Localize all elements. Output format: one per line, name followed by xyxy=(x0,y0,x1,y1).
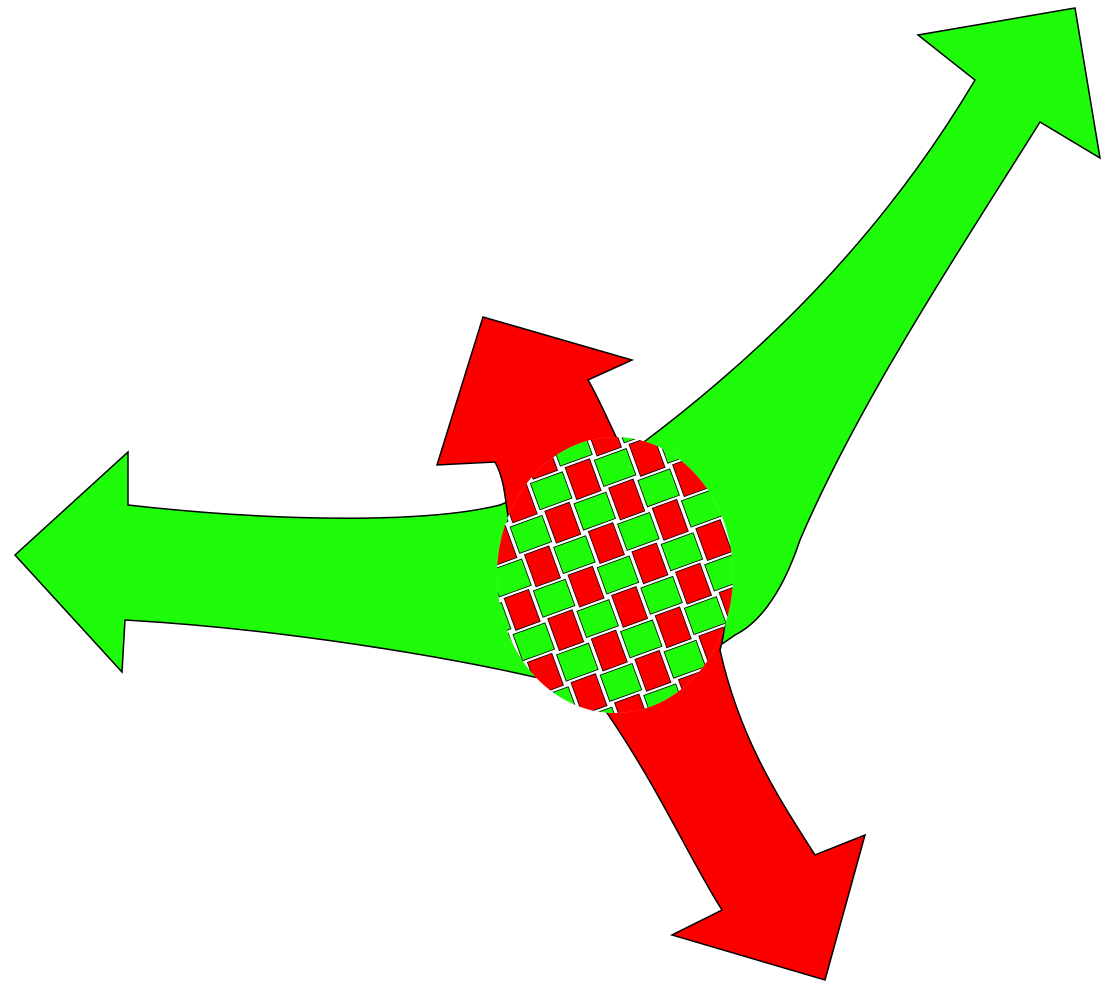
weave-cell-green xyxy=(423,475,465,513)
weave-cell-green xyxy=(516,730,558,768)
weave-cell-red xyxy=(458,462,494,503)
weave-cell-red xyxy=(763,604,799,645)
weave-cell-green xyxy=(772,637,814,675)
weave-cell-red xyxy=(742,647,778,688)
weave-cell-red xyxy=(507,697,543,738)
weave-cell-red xyxy=(551,717,587,758)
